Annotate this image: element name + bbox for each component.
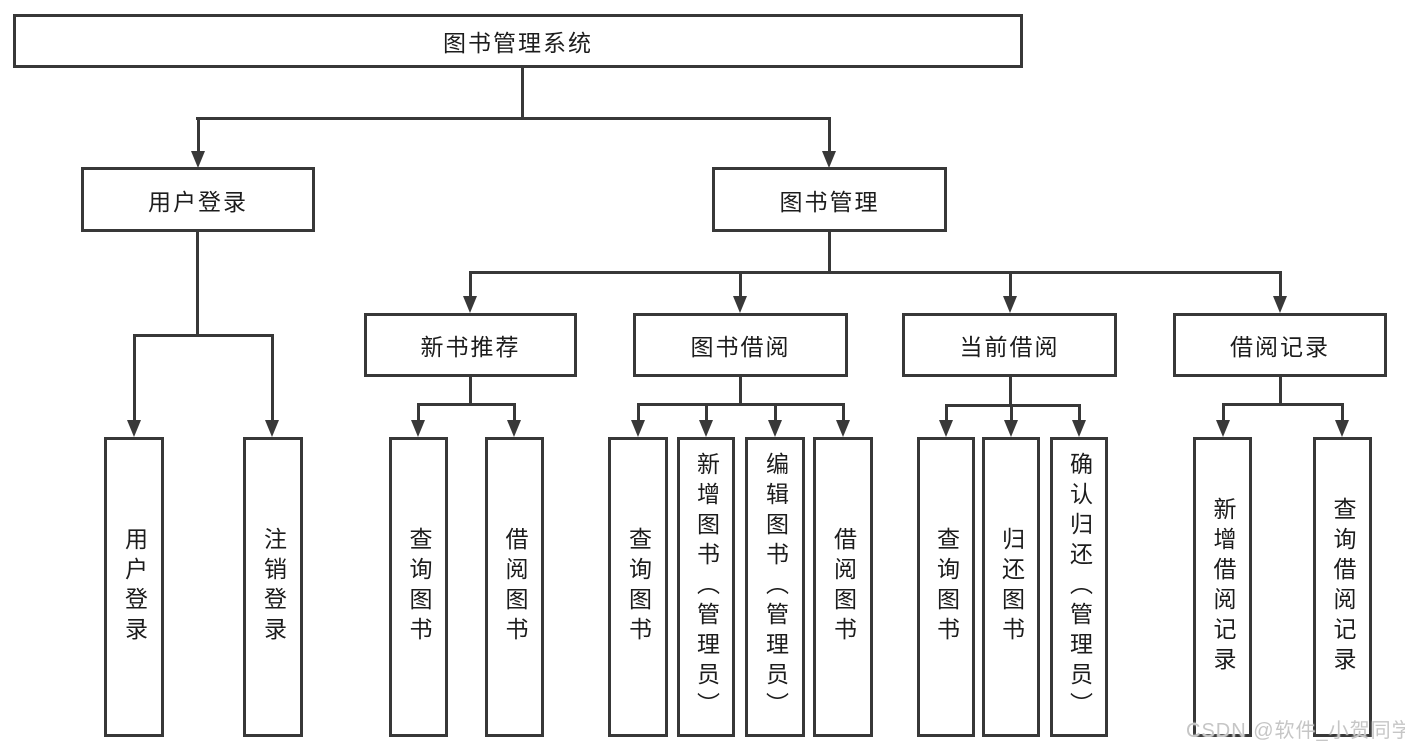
csdn-watermark: CSDN @软件_小贺同学: [1186, 720, 1405, 742]
arrow-down-icon: [265, 420, 279, 437]
arrow-down-icon: [411, 420, 425, 437]
arrow-down-icon: [1003, 296, 1017, 313]
connector-line: [417, 403, 420, 422]
arrow-down-icon: [1004, 420, 1018, 437]
connector-line: [1279, 271, 1282, 298]
connector-line: [513, 403, 516, 422]
connector-line: [828, 231, 831, 273]
arrow-down-icon: [699, 420, 713, 437]
arrow-down-icon: [191, 151, 205, 168]
node-label: 注销登录: [260, 527, 287, 647]
connector-line: [1078, 404, 1081, 422]
node-label: 新增借阅记录: [1210, 497, 1236, 677]
connector-line: [1009, 271, 1012, 298]
arrow-down-icon: [768, 420, 782, 437]
connector-line: [1010, 404, 1013, 422]
connector-line: [1279, 377, 1282, 405]
node-label: 当前借阅: [959, 334, 1060, 360]
arrow-down-icon: [127, 420, 141, 437]
arrow-down-icon: [1216, 420, 1230, 437]
connector-line: [133, 334, 136, 422]
arrow-down-icon: [463, 296, 477, 313]
arrow-down-icon: [631, 420, 645, 437]
connector-line: [705, 403, 708, 422]
node-label: 用户登录: [148, 188, 248, 215]
node-label: 编辑图书（管理员）: [762, 452, 789, 722]
node-label: 用户登录: [121, 527, 148, 647]
node-leaf-confirm-return-admin: 确认归还（管理员）: [1050, 437, 1108, 737]
connector-line: [945, 404, 948, 422]
arrow-down-icon: [1335, 420, 1349, 437]
node-current-borrowing: 当前借阅: [902, 313, 1117, 377]
connector-line: [1341, 403, 1344, 422]
connector-line: [828, 117, 831, 154]
arrow-down-icon: [1273, 296, 1287, 313]
connector-line: [1009, 377, 1012, 406]
node-label: 确认归还（管理员）: [1066, 452, 1093, 722]
node-leaf-add-borrow-record: 新增借阅记录: [1193, 437, 1252, 737]
node-leaf-query-books-current: 查询图书: [917, 437, 975, 737]
connector-line: [197, 117, 200, 154]
connector-line: [196, 117, 831, 120]
arrow-down-icon: [822, 151, 836, 168]
connector-line: [637, 403, 640, 422]
node-leaf-edit-books-admin: 编辑图书（管理员）: [745, 437, 805, 737]
node-label: 图书借阅: [690, 334, 791, 360]
connector-line: [774, 403, 777, 422]
node-user-login: 用户登录: [81, 167, 315, 232]
connector-line: [133, 334, 274, 337]
node-library-management-system: 图书管理系统: [13, 14, 1023, 68]
connector-line: [196, 231, 199, 336]
node-leaf-user-login: 用户登录: [104, 437, 164, 737]
connector-line: [739, 271, 742, 298]
arrow-down-icon: [1072, 420, 1086, 437]
connector-line: [637, 403, 844, 406]
node-leaf-return-books: 归还图书: [982, 437, 1040, 737]
node-label: 图书管理: [779, 188, 880, 215]
node-book-borrowing: 图书借阅: [633, 313, 848, 377]
node-leaf-query-books-borrow: 查询图书: [608, 437, 668, 737]
connector-line: [1222, 403, 1342, 406]
node-label: 新增图书（管理员）: [693, 452, 720, 722]
arrow-down-icon: [733, 296, 747, 313]
node-leaf-borrow-books-borrow: 借阅图书: [813, 437, 873, 737]
connector-line: [1222, 403, 1225, 422]
connector-line: [739, 377, 742, 405]
node-label: 查询借阅记录: [1330, 497, 1356, 677]
node-borrowing-records: 借阅记录: [1173, 313, 1387, 377]
node-label: 借阅记录: [1230, 334, 1330, 360]
node-leaf-add-books-admin: 新增图书（管理员）: [677, 437, 735, 737]
node-book-management: 图书管理: [712, 167, 947, 232]
node-leaf-logout: 注销登录: [243, 437, 303, 737]
node-label: 归还图书: [998, 527, 1025, 647]
node-label: 查询图书: [406, 527, 432, 647]
connector-line: [271, 334, 274, 422]
connector-line: [469, 271, 472, 298]
arrow-down-icon: [507, 420, 521, 437]
node-new-book-recommendation: 新书推荐: [364, 313, 577, 377]
node-leaf-query-borrow-record: 查询借阅记录: [1313, 437, 1372, 737]
node-leaf-borrow-books-recommend: 借阅图书: [485, 437, 544, 737]
connector-line: [521, 66, 524, 117]
connector-line: [469, 271, 1282, 274]
node-leaf-query-books-recommend: 查询图书: [389, 437, 448, 737]
node-label: 借阅图书: [502, 527, 528, 647]
connector-line: [842, 403, 845, 422]
node-label: 查询图书: [933, 527, 960, 647]
connector-line: [417, 403, 516, 406]
node-label: 借阅图书: [830, 527, 857, 647]
arrow-down-icon: [836, 420, 850, 437]
node-label: 新书推荐: [420, 334, 521, 360]
node-label: 查询图书: [625, 527, 652, 647]
arrow-down-icon: [939, 420, 953, 437]
connector-line: [469, 377, 472, 405]
node-label: 图书管理系统: [443, 30, 593, 56]
